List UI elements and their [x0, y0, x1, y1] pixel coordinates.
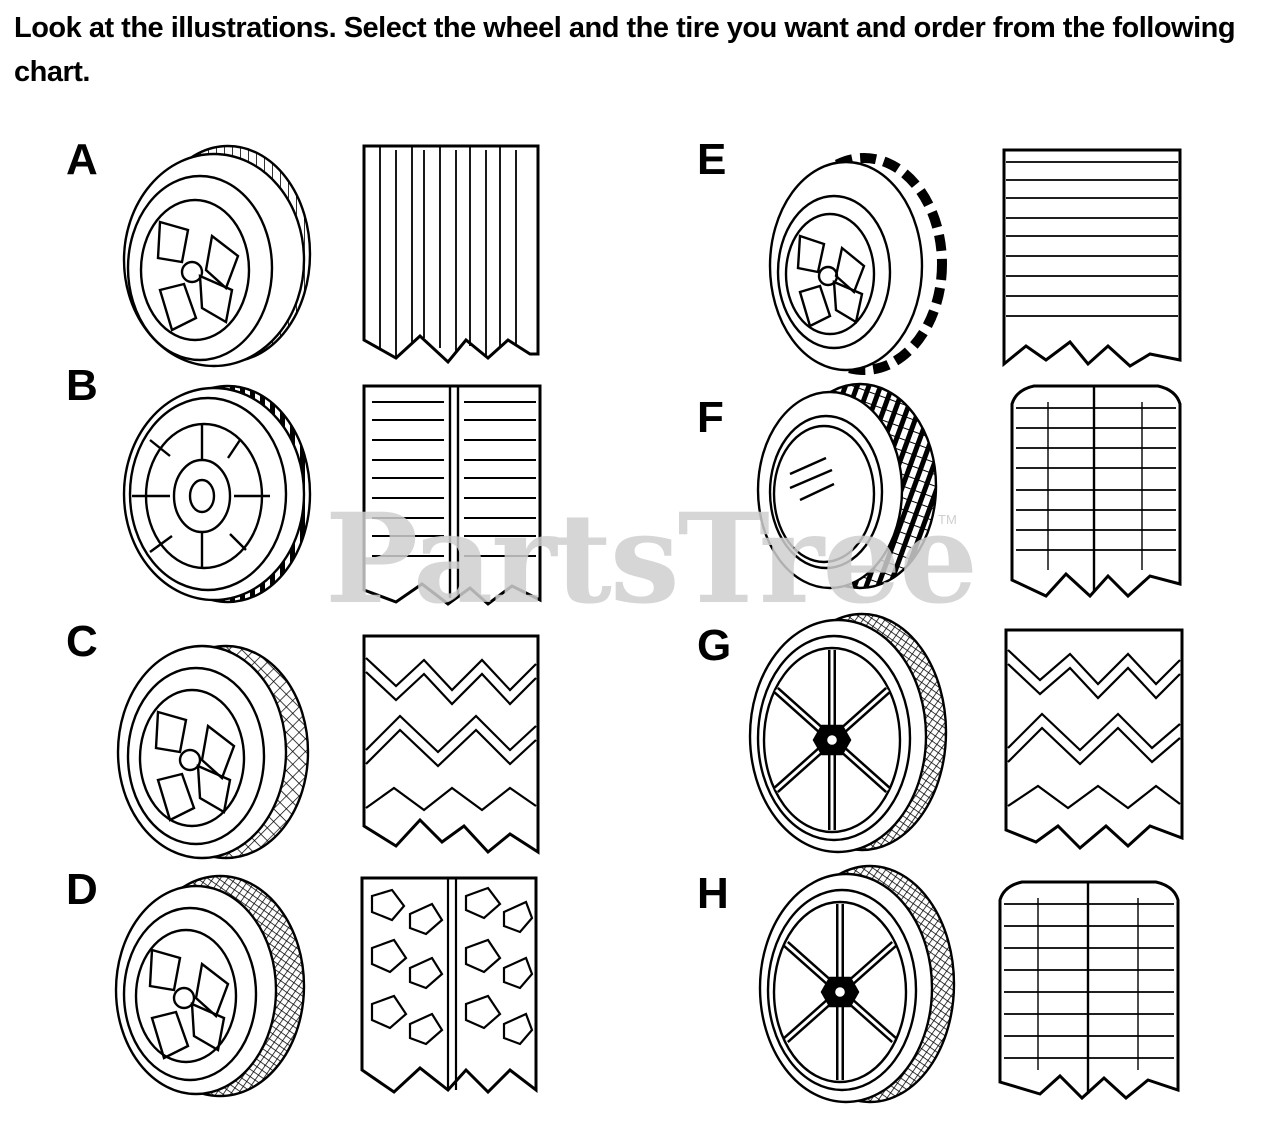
tread-c-icon [362, 634, 540, 855]
tread-f-icon [1010, 384, 1182, 599]
wheel-d-icon [114, 874, 306, 1098]
wheel-c-icon [116, 644, 310, 860]
option-letter-d: D [66, 865, 98, 914]
tread-g-icon [1004, 628, 1184, 851]
wheel-a-icon [122, 144, 312, 368]
option-letter-h: H [697, 869, 729, 918]
option-letter-b: B [66, 361, 98, 410]
option-letter-f: F [697, 393, 724, 442]
wheel-e-icon [768, 153, 947, 375]
option-letter-a: A [66, 135, 98, 184]
instruction-text: Look at the illustrations. Select the wh… [14, 12, 1236, 88]
tread-d-icon [360, 876, 538, 1095]
option-letter-g: G [697, 621, 732, 670]
wheel-f-icon [756, 382, 938, 590]
option-letter-e: E [697, 135, 727, 184]
tread-b-icon [362, 384, 542, 606]
tread-h-icon [998, 880, 1180, 1101]
tread-e-icon [1002, 148, 1182, 368]
option-letter-c: C [66, 617, 98, 666]
wheel-b-icon [122, 384, 312, 604]
wheel-g-icon [748, 612, 948, 854]
watermark-trademark: TM [938, 512, 957, 527]
wheel-h-icon [758, 864, 956, 1104]
tread-a-icon [362, 144, 540, 365]
